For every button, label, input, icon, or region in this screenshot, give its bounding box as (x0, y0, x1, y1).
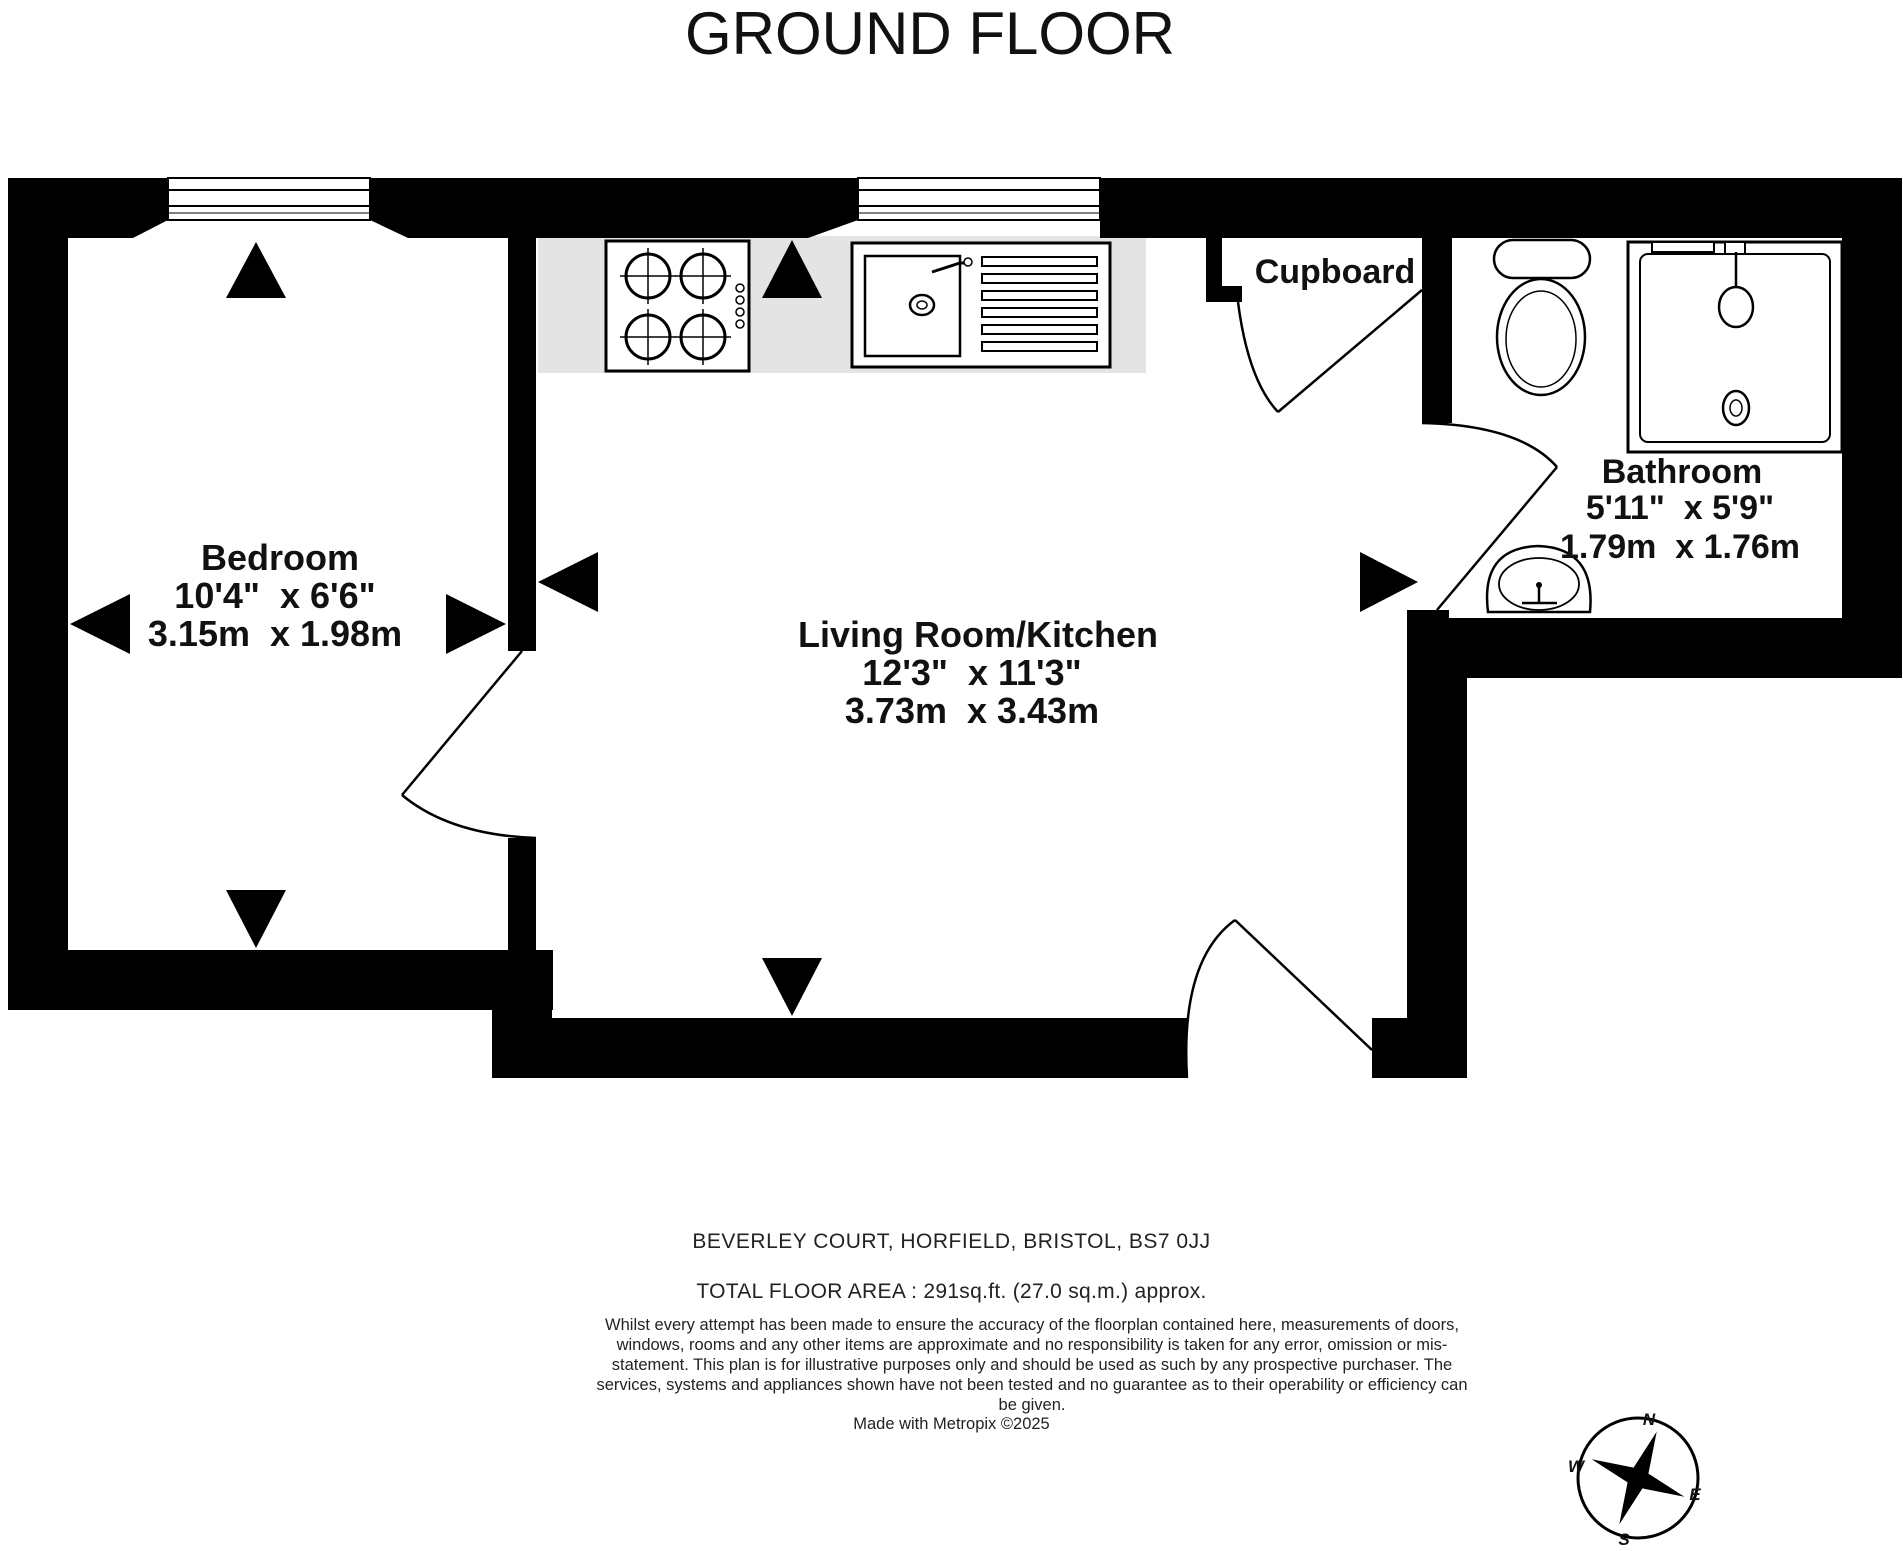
compass-e: E (1689, 1485, 1701, 1504)
wall-segment (1407, 618, 1467, 1078)
window-reveal (133, 178, 168, 238)
property-address: BEVERLEY COURT, HORFIELD, BRISTOL, BS7 0… (692, 1230, 1211, 1253)
arrow-up-icon (226, 242, 286, 298)
page-title: GROUND FLOOR (685, 0, 1175, 67)
room-bathroom: Bathroom 5'11" x 5'9" 1.79m x 1.76m (1560, 453, 1800, 566)
compass-s: S (1618, 1530, 1630, 1549)
bedroom-window (167, 177, 371, 221)
dimension-arrows (70, 240, 1418, 1016)
arrow-left-icon (538, 552, 598, 612)
wall-segment (1100, 178, 1895, 238)
arrow-up-icon (762, 240, 822, 298)
room-name: Living Room/Kitchen (798, 614, 1158, 655)
compass-n: N (1643, 1410, 1656, 1429)
arrow-right-icon (1360, 552, 1418, 612)
wall-segment (508, 838, 536, 950)
doors (401, 289, 1558, 1079)
sink-icon (850, 241, 1112, 369)
room-living-kitchen: Living Room/Kitchen 12'3" x 11'3" 3.73m … (798, 614, 1158, 731)
room-dimensions-metric: 1.79m x 1.76m (1560, 528, 1800, 566)
disclaimer-text: Whilst every attempt has been made to en… (596, 1316, 1468, 1414)
cupboard-door (1236, 289, 1423, 413)
room-name: Bedroom (201, 537, 359, 578)
wall-segment (1206, 286, 1242, 302)
compass-w: W (1568, 1457, 1586, 1476)
window-reveal (370, 178, 408, 238)
room-dimensions-metric: 3.73m x 3.43m (845, 690, 1099, 731)
bathroom-door (1421, 421, 1558, 611)
compass-rose-icon: N E S W (1568, 1410, 1701, 1549)
room-dimensions-imperial: 12'3" x 11'3" (862, 652, 1081, 693)
walls (8, 178, 1902, 1078)
shower-tray-icon (1626, 240, 1844, 454)
kitchen-window (857, 177, 1101, 221)
bedroom-door (401, 650, 537, 840)
wall-segment (8, 950, 553, 1010)
arrow-down-icon (226, 890, 286, 948)
room-dimensions-imperial: 10'4" x 6'6" (174, 575, 375, 616)
hob-icon (604, 239, 751, 373)
room-bedroom: Bedroom 10'4" x 6'6" 3.15m x 1.98m (148, 537, 402, 654)
wall-segment (1422, 238, 1452, 423)
wall-segment (1842, 178, 1902, 678)
wall-segment (8, 178, 68, 1010)
room-dimensions-imperial: 5'11" x 5'9" (1586, 489, 1774, 527)
wall-segment (508, 178, 536, 651)
wall-segment (1407, 610, 1449, 640)
wall-segment (1407, 618, 1902, 678)
basin-icon (1485, 544, 1592, 614)
wall-segment (492, 1018, 1187, 1078)
made-with-credit: Made with Metropix ©2025 (853, 1415, 1050, 1433)
arrow-left-icon (70, 594, 130, 654)
arrow-down-icon (762, 958, 822, 1016)
arrow-right-icon (446, 594, 506, 654)
entrance-door (1185, 918, 1373, 1079)
window-reveal (808, 178, 858, 238)
wall-segment (408, 178, 808, 238)
room-cupboard: Cupboard (1255, 253, 1416, 291)
window-reveal (1100, 178, 1150, 238)
total-floor-area: TOTAL FLOOR AREA : 291sq.ft. (27.0 sq.m.… (696, 1280, 1207, 1303)
windows (167, 177, 1101, 221)
room-name: Bathroom (1602, 453, 1763, 491)
room-dimensions-metric: 3.15m x 1.98m (148, 613, 402, 654)
toilet-icon (1492, 238, 1592, 397)
